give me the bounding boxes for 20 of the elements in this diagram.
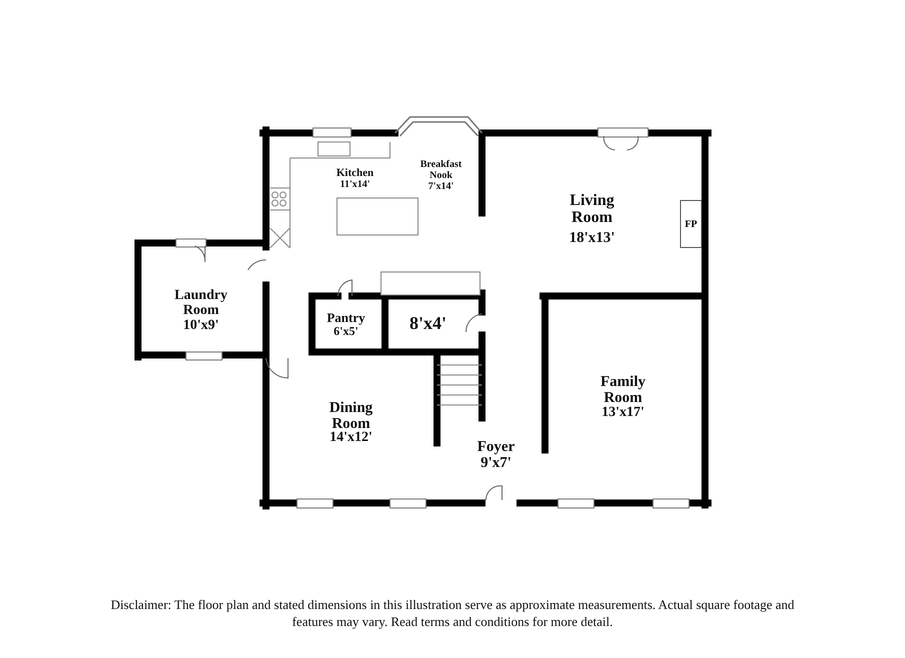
room-label: Foyer [477,440,515,456]
room-label: 11'x14' [340,180,370,190]
room-label: Laundry Room [174,289,228,318]
room-label: 9'x7' [480,456,512,472]
room-label: Dining Room [328,401,374,432]
room-label: 8'x4' [410,314,446,333]
fireplace-label: FP [684,218,698,230]
room-label: Pantry [326,311,366,325]
disclaimer-text: Disclaimer: The floor plan and stated dimensions in this illustration serve as approximate measurements. Actual square footage and features may vary. Read terms and conditions for more detail. [110,596,796,630]
room-label: 10'x9' [183,319,219,334]
fireplace-box [680,200,702,248]
room-label: 18'x13' [569,231,615,247]
room-label: Family Room [600,375,646,406]
room-label: Living Room [568,193,616,227]
room-label: 14'x12' [330,431,372,446]
room-label: 6'x5' [334,325,358,338]
room-label: Kitchen [336,168,374,180]
room-label: Breakfast Nook [419,160,463,181]
room-label: 13'x17' [602,406,644,421]
room-label: 7'x14' [428,182,454,192]
